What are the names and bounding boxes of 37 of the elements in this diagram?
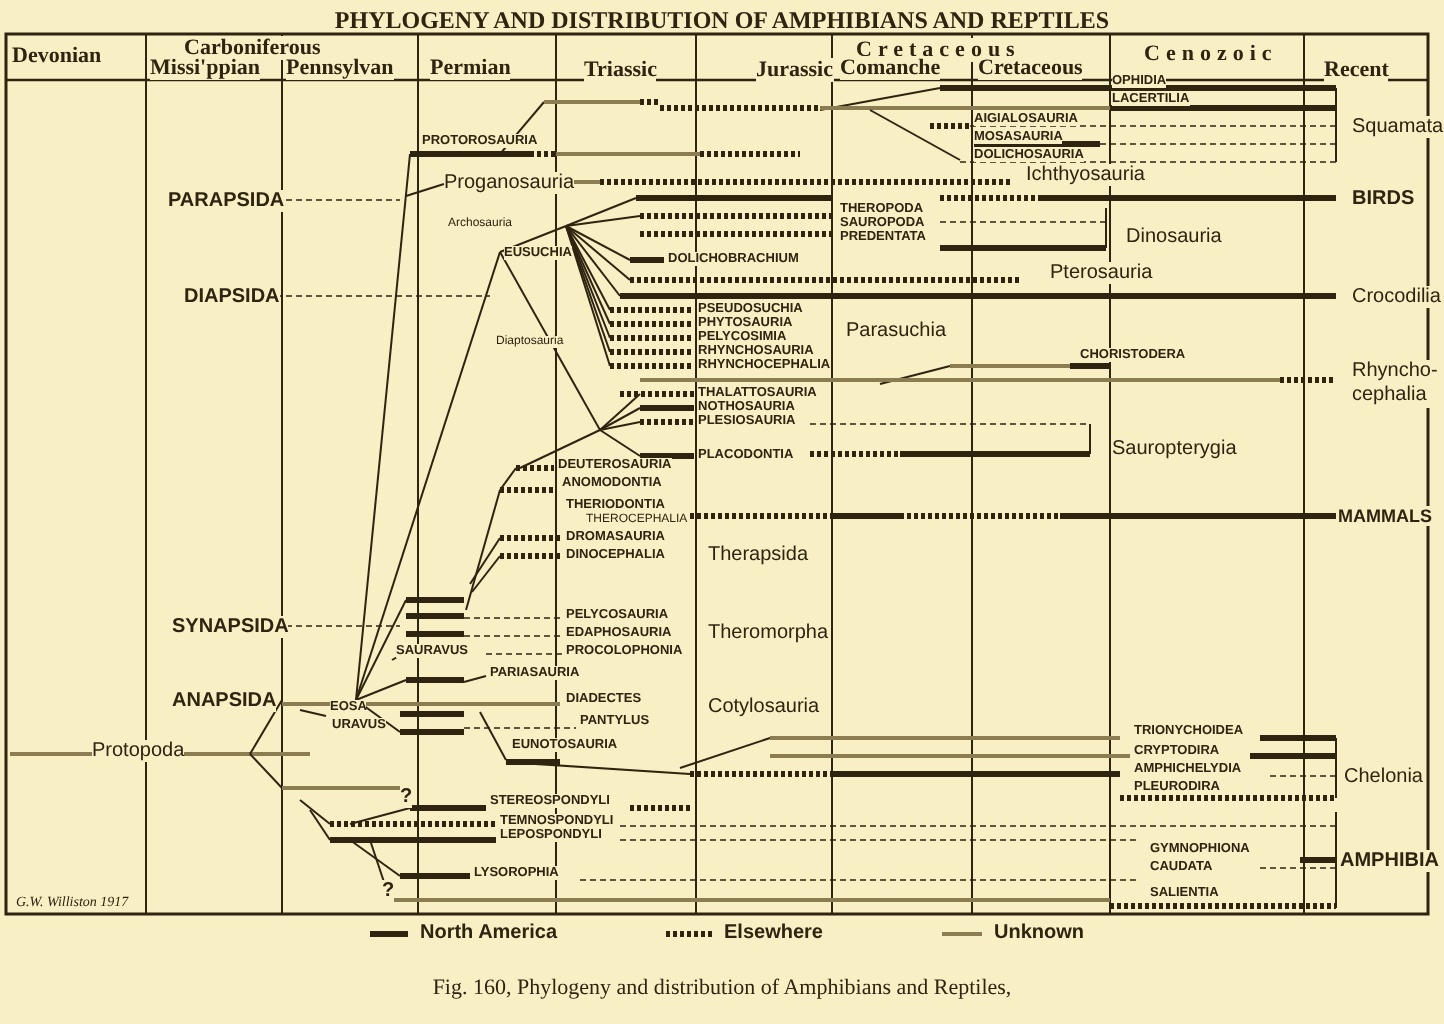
period-heading: Cretaceous <box>978 56 1083 80</box>
group-label: Chelonia <box>1344 766 1423 788</box>
clade-label: SYNAPSIDA <box>172 616 289 638</box>
period-heading: Jurassic <box>756 58 833 82</box>
group-label: Squamata <box>1352 116 1444 138</box>
group-label: Pterosauria <box>1050 262 1153 284</box>
group-label: Protopoda <box>92 740 185 762</box>
period-heading: Pennsylvan <box>286 56 394 80</box>
group-label: Parasuchia <box>846 320 947 342</box>
clade-label: AMPHIBIA <box>1340 850 1439 872</box>
legend-label: Unknown <box>994 922 1084 944</box>
chart-title: PHYLOGENY AND DISTRIBUTION OF AMPHIBIANS AND REPTILES <box>332 6 1112 36</box>
period-heading: Missi'ppian <box>150 56 261 80</box>
period-heading: Permian <box>430 56 511 80</box>
period-heading: Recent <box>1324 58 1389 82</box>
clade-label: BIRDS <box>1352 188 1415 210</box>
group-label: Therapsida <box>708 544 809 566</box>
figure-caption: Fig. 160, Phylogeny and distribution of Amphibians and Reptiles, <box>430 976 1014 1000</box>
group-label: Sauropterygia <box>1112 438 1237 460</box>
clade-label: MAMMALS <box>1338 506 1432 526</box>
clade-label: ANAPSIDA <box>172 690 277 712</box>
question-mark: ? <box>400 786 413 808</box>
group-label: Proganosauria <box>444 172 575 194</box>
group-label: Crocodilia <box>1352 286 1441 308</box>
period-heading: Devonian <box>12 44 102 68</box>
legend-label: North America <box>420 922 558 944</box>
group-label: Theromorpha <box>708 622 829 644</box>
period-heading: Comanche <box>840 56 941 80</box>
question-mark: ? <box>382 880 395 902</box>
group-label: Rhyncho- cephalia <box>1352 360 1432 408</box>
legend-label: Elsewhere <box>724 922 823 944</box>
period-heading: Triassic <box>584 58 657 82</box>
clade-label: PARAPSIDA <box>168 190 285 212</box>
group-label: Dinosauria <box>1126 226 1222 248</box>
group-label: Cotylosauria <box>708 696 820 718</box>
clade-label: DIAPSIDA <box>184 286 280 308</box>
group-label: Ichthyosauria <box>1026 164 1145 186</box>
